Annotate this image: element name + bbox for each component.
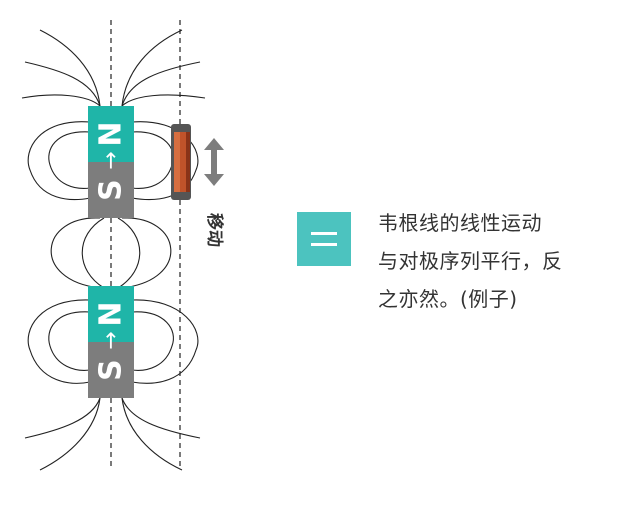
description-line-3: 之亦然。(例子) bbox=[378, 287, 518, 311]
magnet-top: N ↑ S bbox=[88, 106, 134, 218]
equals-icon bbox=[297, 212, 351, 266]
move-label: 移动 bbox=[204, 213, 225, 247]
description-line-2: 与对极序列平行，反 bbox=[378, 249, 563, 273]
magnet-bottom: N ↑ S bbox=[88, 286, 134, 398]
magnet-top-arrow: ↑ bbox=[102, 150, 120, 175]
magnet-top-north-label: N bbox=[94, 121, 129, 146]
sensor-coil bbox=[171, 124, 191, 200]
description-line-1: 韦根线的线性运动 bbox=[378, 211, 542, 235]
magnet-bottom-arrow: ↑ bbox=[102, 330, 120, 355]
dashed-guides bbox=[110, 20, 181, 470]
magnet-top-south-label: S bbox=[94, 179, 129, 201]
magnet-bottom-north-label: N bbox=[94, 301, 129, 326]
magnet-bottom-south-label: S bbox=[94, 359, 129, 381]
field-lines bbox=[21, 29, 206, 471]
description-text: 韦根线的线性运动 与对极序列平行，反 之亦然。(例子) bbox=[378, 204, 618, 318]
movement-arrow-icon bbox=[204, 138, 224, 186]
